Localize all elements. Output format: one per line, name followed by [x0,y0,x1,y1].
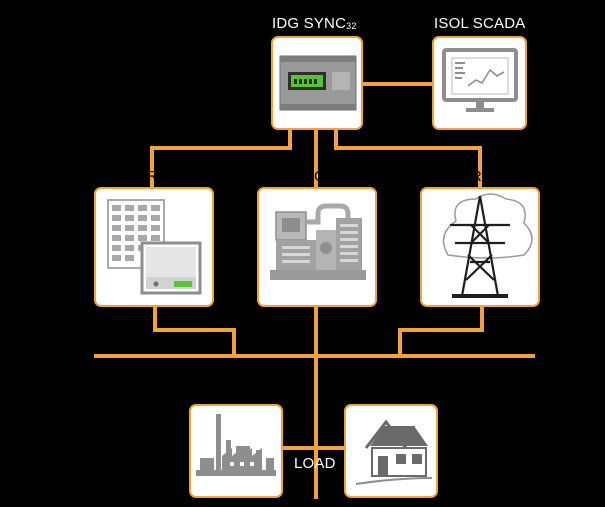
house-icon [355,419,433,485]
factory-icon [196,414,276,476]
load-label: LOAD [294,455,336,472]
inverter-icon [107,199,202,295]
controller-grid-link [334,127,482,192]
connector-lines [94,82,535,499]
dg-label: DG [303,168,326,185]
inverter-box-icon [140,241,202,295]
inverter-bus-link [153,303,236,357]
grid-label: GRID [459,168,498,185]
generator-icon [270,203,366,280]
controller-device-icon [279,55,357,111]
building-icon [107,199,165,269]
scada-label: ISOL SCADA [434,15,526,32]
inverter-label: INVERTER [111,168,189,185]
power-tower-icon [442,193,533,298]
controller-inverter-link [150,127,292,192]
grid-bus-link [398,303,484,357]
controller-label: IDG SYNC32 [272,15,357,32]
monitor-icon [442,48,518,112]
controller-label-main: IDG SYNC [272,15,347,32]
controller-label-sub: 32 [346,21,357,31]
